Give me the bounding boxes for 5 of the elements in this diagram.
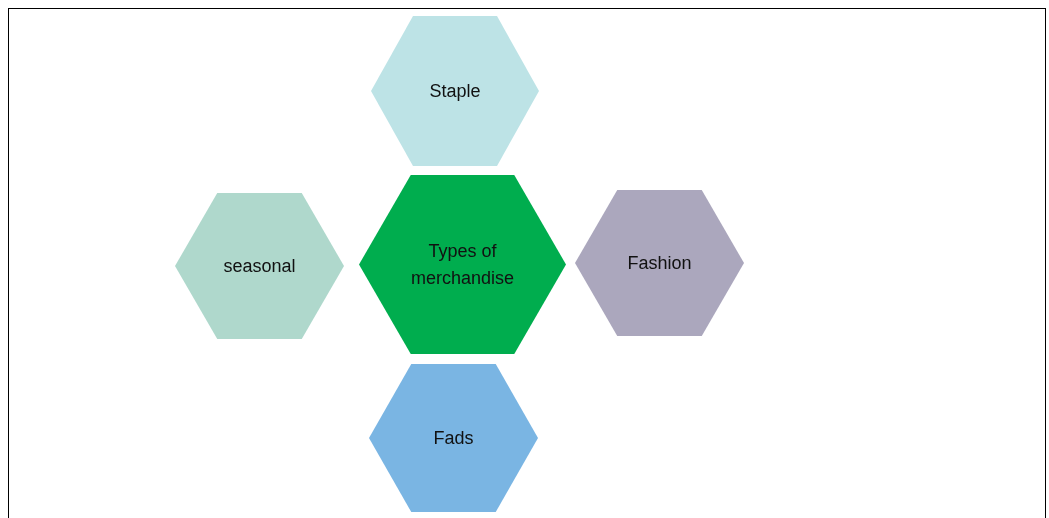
node-label: Types of merchandise — [409, 240, 516, 290]
node-label: Staple — [429, 79, 481, 103]
node-label: Fads — [433, 426, 474, 450]
node-label: Fashion — [627, 251, 692, 275]
node-label: seasonal — [223, 254, 296, 278]
